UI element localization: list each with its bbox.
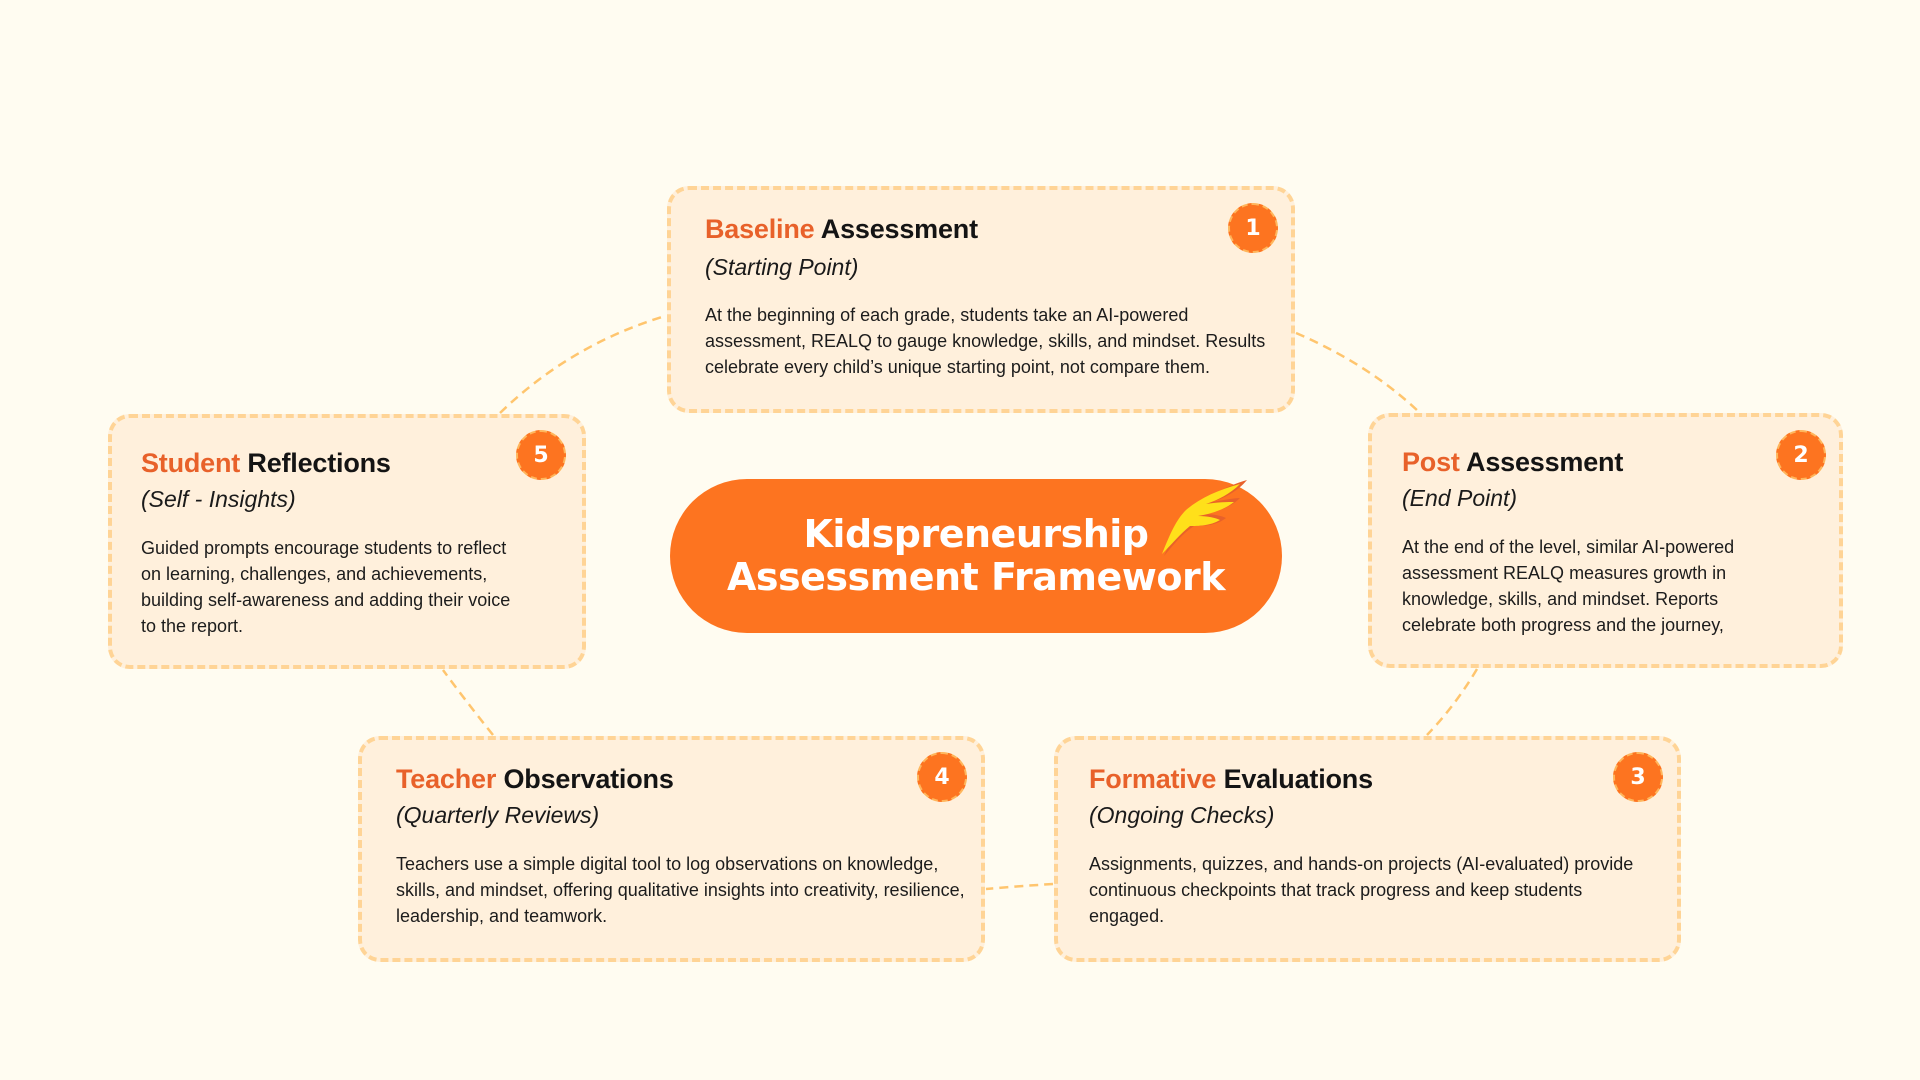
card-title: Student Reflections bbox=[141, 448, 391, 479]
wing-icon bbox=[1162, 480, 1247, 556]
connector-4-to-5 bbox=[441, 669, 494, 736]
card-body: At the beginning of each grade, students… bbox=[705, 305, 1266, 377]
framework-title-line-1: Kidspreneurship bbox=[803, 512, 1149, 556]
card-title-accent: Student bbox=[141, 448, 241, 478]
connector-2-to-3 bbox=[1426, 668, 1479, 736]
card-subtitle: (End Point) bbox=[1402, 485, 1518, 511]
card-title-rest: Observations bbox=[503, 764, 674, 794]
connector-1-to-2 bbox=[1295, 331, 1421, 414]
connector-3-to-4 bbox=[985, 882, 1054, 891]
card-subtitle: (Quarterly Reviews) bbox=[396, 802, 600, 828]
card-title-accent: Post bbox=[1402, 447, 1460, 477]
card-body: Guided prompts encourage students to ref… bbox=[141, 538, 511, 636]
framework-title-line-2: Assessment Framework bbox=[727, 555, 1225, 599]
card-title-accent: Teacher bbox=[396, 764, 497, 794]
card-title: Formative Evaluations bbox=[1089, 764, 1373, 795]
card-title: Baseline Assessment bbox=[705, 214, 978, 245]
framework-title-pill: Kidspreneurship Assessment Framework bbox=[670, 479, 1282, 633]
card-title: Teacher Observations bbox=[396, 764, 674, 795]
card-subtitle: (Starting Point) bbox=[705, 254, 859, 280]
step-badge-3: 3 bbox=[1613, 752, 1663, 802]
step-badge-2: 2 bbox=[1776, 430, 1826, 480]
card-title: Post Assessment bbox=[1402, 447, 1623, 478]
connector-5-to-1 bbox=[499, 314, 666, 414]
card-title-accent: Formative bbox=[1089, 764, 1217, 794]
card-baseline-assessment: Baseline Assessment (Starting Point) At … bbox=[667, 186, 1295, 413]
card-body: At the end of the level, similar AI-powe… bbox=[1402, 537, 1735, 635]
card-student-reflections: Student Reflections (Self - Insights) Gu… bbox=[108, 414, 586, 669]
step-badge-5: 5 bbox=[516, 430, 566, 480]
card-teacher-observations: Teacher Observations (Quarterly Reviews)… bbox=[358, 736, 985, 962]
card-body: Assignments, quizzes, and hands-on proje… bbox=[1089, 854, 1634, 926]
card-body: Teachers use a simple digital tool to lo… bbox=[396, 854, 965, 926]
card-title-rest: Reflections bbox=[247, 448, 391, 478]
card-subtitle: (Ongoing Checks) bbox=[1089, 802, 1275, 828]
card-subtitle: (Self - Insights) bbox=[141, 486, 296, 512]
step-badge-4: 4 bbox=[917, 752, 967, 802]
card-formative-evaluations: Formative Evaluations (Ongoing Checks) A… bbox=[1054, 736, 1681, 962]
card-title-accent: Baseline bbox=[705, 214, 815, 244]
card-post-assessment: Post Assessment (End Point) At the end o… bbox=[1368, 413, 1843, 668]
card-title-rest: Assessment bbox=[820, 214, 978, 244]
step-badge-1: 1 bbox=[1228, 203, 1278, 253]
card-title-rest: Evaluations bbox=[1223, 764, 1374, 794]
card-title-rest: Assessment bbox=[1466, 447, 1624, 477]
